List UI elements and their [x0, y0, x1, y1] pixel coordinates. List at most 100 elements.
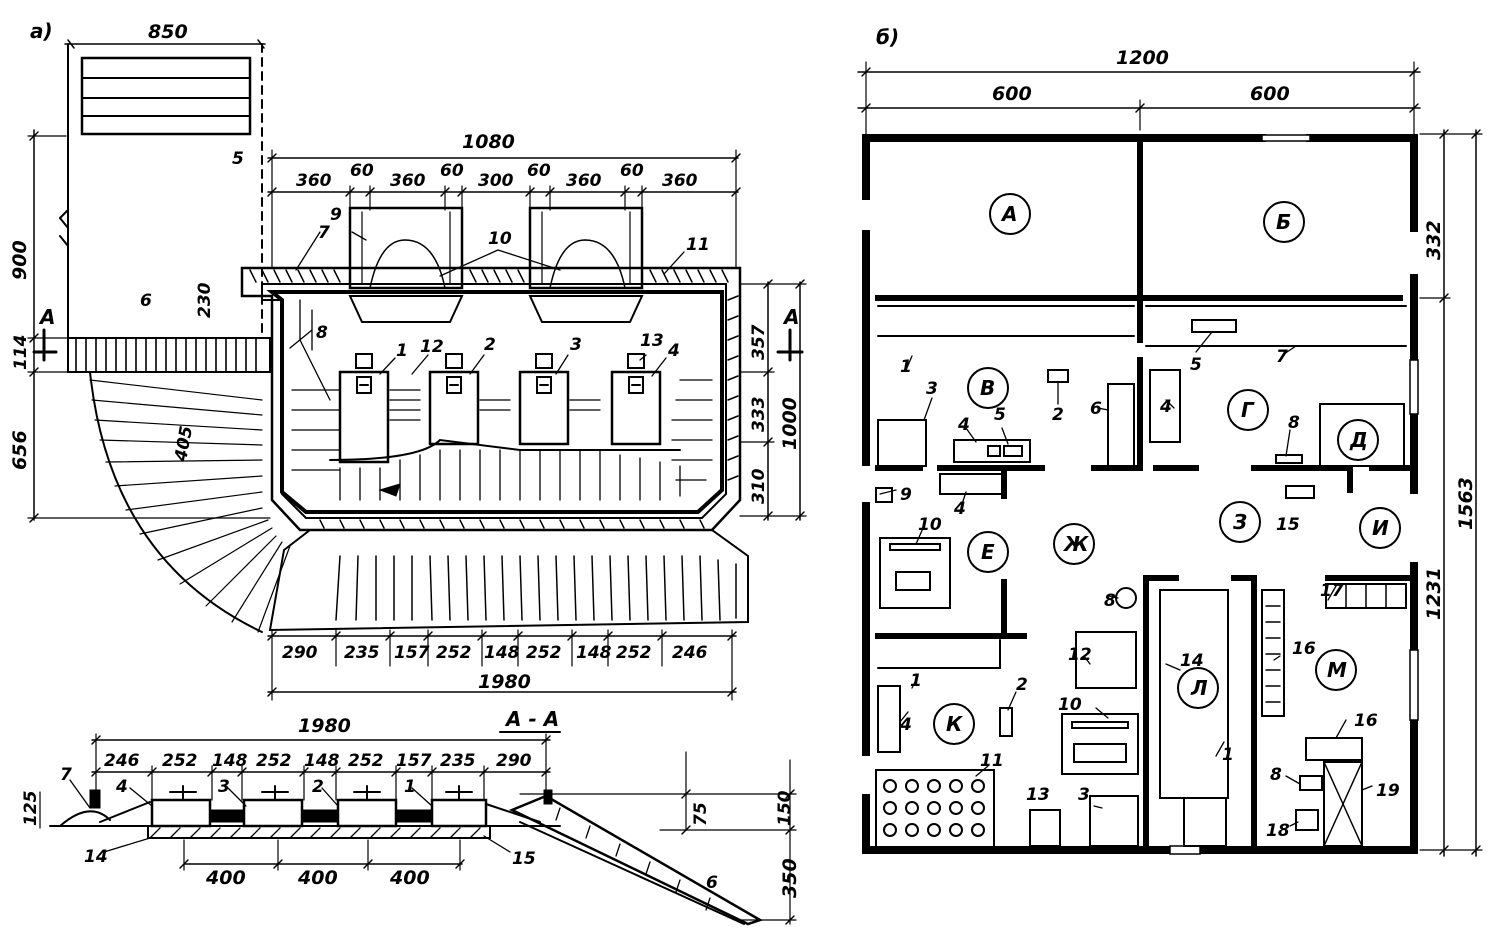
- callout-b-18: 18: [1266, 821, 1290, 841]
- room-zh: Ж: [1062, 532, 1089, 556]
- room-g: Г: [1241, 398, 1255, 422]
- dim-bottom-seg-5: 148: [484, 643, 520, 663]
- dim-right-357: 357: [749, 324, 769, 360]
- dim-bottom-seg-6: 252: [526, 643, 562, 663]
- room-k: К: [946, 712, 964, 736]
- callout-a-10: 10: [488, 229, 512, 249]
- dim-bottom-seg-2: 235: [344, 643, 380, 663]
- dim-bottom-seg-7: 148: [576, 643, 612, 663]
- callout-b-2b: 2: [1016, 675, 1028, 695]
- callout-b-17: 17: [1320, 581, 1344, 601]
- section-dim-overall: 1980: [298, 715, 351, 737]
- callout-b-3b: 3: [1078, 785, 1090, 805]
- dim-top-seg-4: 60: [440, 161, 464, 181]
- section-callout-6: 6: [706, 873, 718, 893]
- dim-bottom-seg-1: 290: [282, 643, 318, 663]
- section-mark-right: А: [782, 305, 799, 329]
- dim-b-1231: 1231: [1423, 567, 1445, 620]
- callout-a-11: 11: [686, 235, 710, 255]
- dim-b-overall: 1200: [1116, 47, 1169, 69]
- room-m: М: [1327, 658, 1347, 682]
- room-b: Б: [1276, 210, 1291, 234]
- dim-bottom-seg-8: 252: [616, 643, 652, 663]
- callout-b-15: 15: [1276, 515, 1300, 535]
- callout-a-9: 9: [330, 205, 342, 225]
- callout-a-4: 4: [667, 341, 680, 361]
- section-dim-seg-9: 290: [496, 751, 532, 771]
- dim-top-seg-6: 60: [527, 161, 551, 181]
- callout-b-16b: 16: [1292, 639, 1316, 659]
- dim-left-656: 656: [9, 430, 31, 470]
- room-i: И: [1372, 516, 1389, 540]
- dim-bottom-seg-3: 157: [394, 643, 430, 663]
- dim-b-332: 332: [1423, 220, 1445, 260]
- dim-left-114: 114: [11, 335, 31, 371]
- section-callout-4: 4: [115, 777, 128, 797]
- callout-b-8c: 8: [1270, 765, 1282, 785]
- section-aa: [39, 731, 797, 926]
- section-callout-1: 1: [404, 777, 416, 797]
- dim-right-310: 310: [749, 468, 769, 504]
- callout-a-2: 2: [484, 335, 496, 355]
- panel-a-plan: [27, 39, 807, 701]
- section-dim-seg-2: 252: [162, 751, 198, 771]
- section-dim-bottom-3: 400: [389, 867, 430, 889]
- callout-b-2a: 2: [1052, 405, 1064, 425]
- callout-b-8a: 8: [1288, 413, 1300, 433]
- section-dim-seg-8: 235: [440, 751, 476, 771]
- section-callout-14: 14: [84, 847, 108, 867]
- section-dim-seg-3: 148: [212, 751, 248, 771]
- panel-a-label: а): [30, 19, 53, 43]
- room-z: З: [1232, 510, 1247, 534]
- dim-top-seg-5: 300: [478, 171, 514, 191]
- dim-top-seg-7: 360: [566, 171, 602, 191]
- callout-a-6: 6: [140, 291, 152, 311]
- dim-b-half-left: 600: [992, 83, 1032, 105]
- section-callout-3: 3: [218, 777, 230, 797]
- dim-overall-top: 1080: [462, 131, 515, 153]
- callout-a-7: 7: [318, 223, 330, 243]
- section-dim-75: 75: [691, 802, 711, 826]
- callout-b-1b: 1: [910, 671, 922, 691]
- section-dim-seg-7: 157: [396, 751, 432, 771]
- dim-bottom-seg-9: 246: [672, 643, 708, 663]
- section-callout-15: 15: [512, 849, 536, 869]
- callout-b-14: 14: [1180, 651, 1204, 671]
- callout-b-16a: 16: [1354, 711, 1378, 731]
- callout-b-4d: 4: [899, 715, 912, 735]
- section-dim-seg-6: 252: [348, 751, 384, 771]
- section-dim-150: 150: [775, 790, 795, 826]
- dim-top-seg-8: 60: [620, 161, 644, 181]
- callout-b-1c: 1: [1222, 745, 1234, 765]
- section-dim-350: 350: [779, 858, 801, 898]
- callout-a-5: 5: [232, 149, 244, 169]
- section-dim-bottom-1: 400: [205, 867, 246, 889]
- callout-b-4b: 4: [1159, 397, 1172, 417]
- dim-right-1000: 1000: [779, 397, 801, 450]
- callout-b-5b: 5: [1190, 355, 1202, 375]
- callout-b-10a: 10: [918, 515, 942, 535]
- section-callout-2: 2: [312, 777, 324, 797]
- dim-left-230: 230: [195, 282, 215, 318]
- room-e: Е: [981, 540, 995, 564]
- panel-b-plan: [857, 61, 1483, 857]
- dim-right-333: 333: [749, 397, 769, 433]
- callout-a-3: 3: [570, 335, 582, 355]
- room-l: Л: [1190, 676, 1208, 700]
- callout-b-9: 9: [900, 485, 912, 505]
- panel-b-label: б): [876, 25, 899, 49]
- callout-b-4a: 4: [957, 415, 970, 435]
- callout-a-13: 13: [640, 331, 664, 351]
- section-dim-bottom-2: 400: [297, 867, 338, 889]
- dim-b-half-right: 600: [1250, 83, 1290, 105]
- callout-b-8b: 8: [1104, 591, 1116, 611]
- callout-b-4c: 4: [953, 499, 966, 519]
- section-callout-7: 7: [60, 765, 72, 785]
- dim-top-seg-9: 360: [662, 171, 698, 191]
- dim-top-seg-1: 360: [296, 171, 332, 191]
- callout-b-13: 13: [1026, 785, 1050, 805]
- callout-b-6: 6: [1090, 399, 1102, 419]
- room-a: А: [1000, 202, 1017, 226]
- callout-a-1: 1: [396, 341, 408, 361]
